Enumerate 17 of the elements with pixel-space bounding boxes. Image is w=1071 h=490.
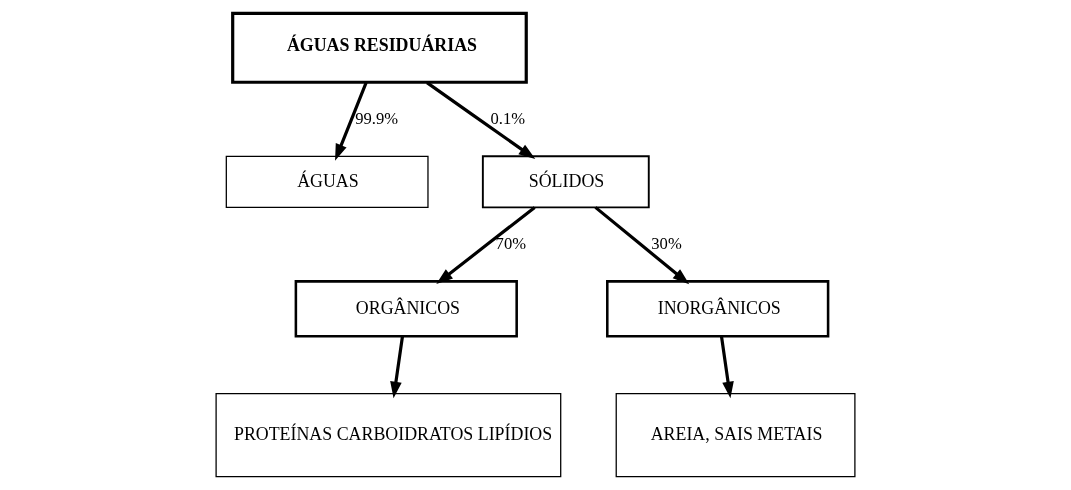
node-box: SÓLIDOS — [481, 155, 650, 209]
arrow — [335, 82, 368, 161]
edge-label: 99.9% — [355, 108, 399, 128]
node-box: ÁGUAS RESIDUÁRIAS — [231, 11, 528, 84]
node-box: PROTEÍNAS CARBOIDRATOS LIPÍDIOS — [215, 393, 562, 478]
arrow — [719, 336, 734, 399]
node-box: ÁGUAS — [225, 155, 429, 208]
arrow — [436, 206, 536, 285]
edge-label: 0.1% — [490, 108, 526, 128]
node-box: AREIA, SAIS METAIS — [615, 393, 856, 478]
edge-label: 30% — [651, 233, 682, 253]
arrow — [426, 81, 536, 159]
arrow — [390, 336, 405, 399]
edge-label: 70% — [495, 233, 527, 253]
node-box: INORGÂNICOS — [606, 280, 830, 338]
arrow — [594, 206, 690, 285]
node-box: ORGÂNICOS — [294, 280, 518, 338]
